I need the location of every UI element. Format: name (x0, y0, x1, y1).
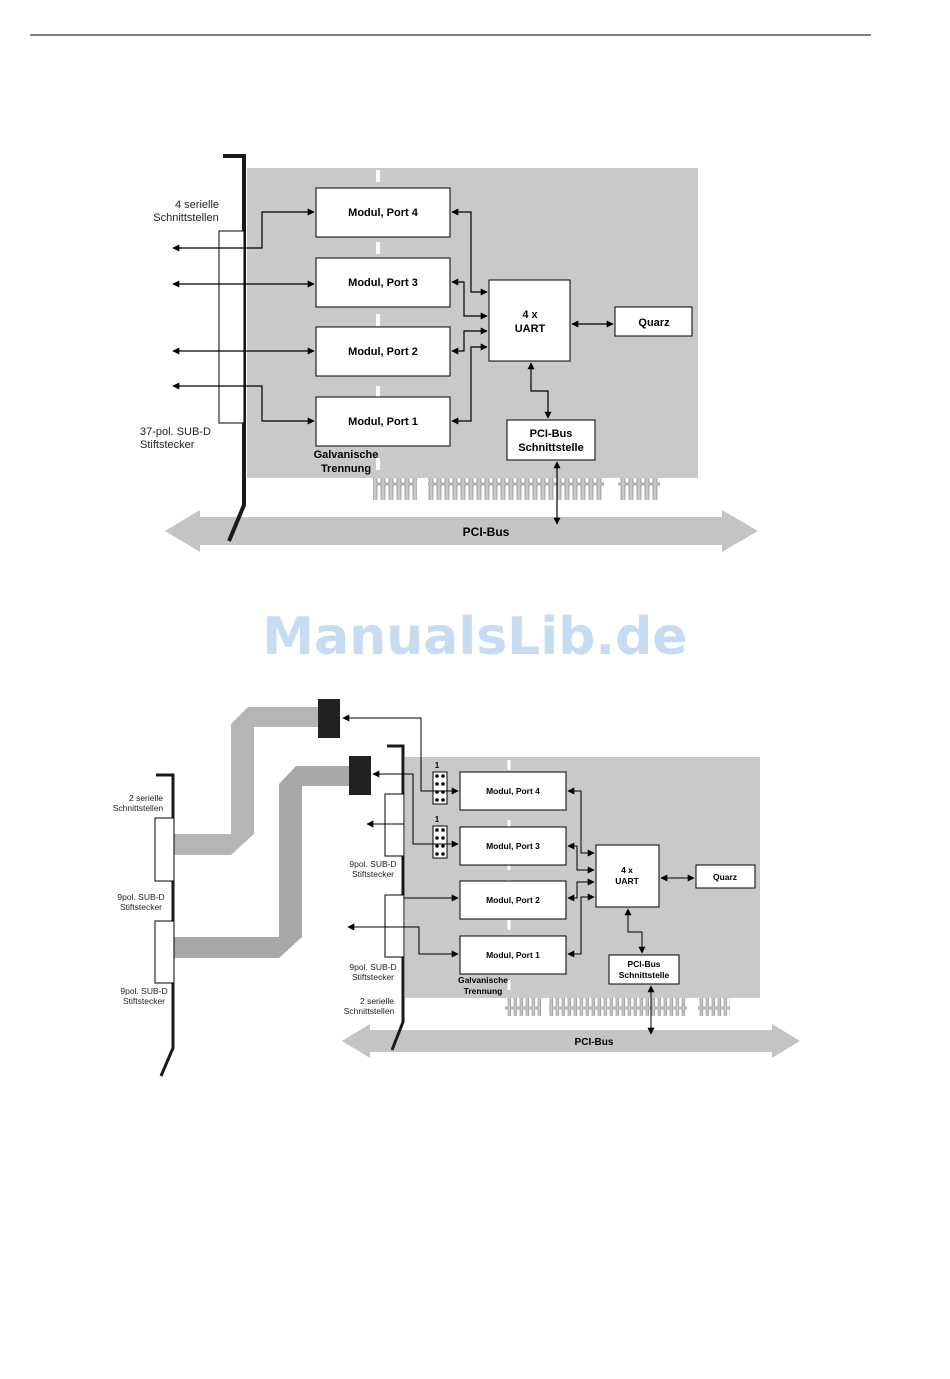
isolation-line2-1: Trennung (321, 463, 371, 475)
right-conn-a-line2: Stiftstecker (352, 869, 394, 879)
connector-37pol (218, 230, 245, 424)
pci-bus-arrow-2 (342, 1024, 800, 1058)
left-conn-b-line1: 9pol. SUB-D (120, 986, 167, 996)
left-conn-a-line2: Stiftstecker (120, 902, 162, 912)
slot-bracket-left (156, 773, 175, 1077)
module-port4-label-1: Modul, Port 4 (348, 207, 419, 219)
pci-interface-line1-1: PCI-Bus (530, 428, 573, 440)
module-port2-label-2: Modul, Port 2 (486, 895, 540, 905)
edge-pins-2c (698, 998, 730, 1016)
pci-interface-box-1 (506, 419, 596, 461)
module-port2-box-2 (459, 880, 567, 920)
cable-connector-b (349, 756, 371, 795)
left-conn-b-line2: Stiftstecker (123, 996, 165, 1006)
jumper-label-bottom: 1 (435, 815, 440, 824)
edge-pins-2b (549, 998, 687, 1016)
pci-bus-label-2: PCI-Bus (575, 1037, 614, 1048)
edge-pins-1a (373, 478, 417, 500)
right-conn-b-line1: 9pol. SUB-D (349, 962, 396, 972)
right-connector-b (384, 894, 405, 958)
module-port2-box-1 (315, 326, 451, 377)
module-port1-box-2 (459, 935, 567, 975)
left-serial-line1: 2 serielle (129, 793, 163, 803)
uart-box-1 (488, 279, 571, 362)
pci-interface-line1-2: PCI-Bus (627, 959, 660, 969)
module-port2-label-1: Modul, Port 2 (348, 346, 418, 358)
module-port3-label-2: Modul, Port 3 (486, 841, 540, 851)
arrows-left-1 (172, 208, 315, 425)
left-connector-a (154, 817, 175, 882)
uart-label-line2-1: UART (515, 323, 546, 335)
isolation-line2-2: Trennung (464, 986, 503, 996)
arrows-uart-1 (451, 208, 614, 525)
edge-pins-1b (428, 478, 604, 500)
quarz-label-2: Quarz (713, 872, 737, 882)
module-port1-label-2: Modul, Port 1 (486, 950, 540, 960)
pci-interface-box-2 (608, 954, 680, 985)
right-conn-b-line2: Stiftstecker (352, 972, 394, 982)
ribbon-cable-a (174, 707, 319, 855)
serial-ports-line2-1: Schnittstellen (153, 212, 218, 224)
uart-label-line1-2: 4 x (621, 865, 633, 875)
isolation-line1-1: Galvanische (314, 449, 379, 461)
left-connector-b (154, 920, 175, 984)
quarz-box-1 (614, 306, 693, 337)
module-port3-box-2 (459, 826, 567, 866)
isolation-line1-2: Galvanische (458, 975, 508, 985)
arrows-2 (342, 714, 695, 1035)
serial-ports-line1-1: 4 serielle (175, 199, 219, 211)
quarz-label-1: Quarz (638, 317, 670, 329)
module-port1-box-1 (315, 396, 451, 447)
diagram-2: PCI-Bus 1 1 Modul, Port (113, 699, 800, 1077)
module-port1-label-1: Modul, Port 1 (348, 416, 418, 428)
module-port3-label-1: Modul, Port 3 (348, 277, 418, 289)
edge-pins-1c (618, 478, 660, 500)
connector-line1-1: 37-pol. SUB-D (140, 426, 211, 438)
diagram-1: PCI-Bus Modul, Port 4 Modul, Port 3 Modu… (140, 154, 758, 552)
edge-pins-2a (505, 998, 541, 1016)
jumper-block-port4 (432, 771, 448, 805)
left-conn-a-line1: 9pol. SUB-D (117, 892, 164, 902)
right-serial-line1: 2 serielle (360, 996, 394, 1006)
connector-line2-1: Stiftstecker (140, 439, 195, 451)
ribbon-cable-b (174, 766, 349, 958)
jumper-block-port3 (432, 825, 448, 859)
pci-bus-arrow-1 (165, 510, 758, 552)
module-port4-box-2 (459, 771, 567, 811)
quarz-box-2 (695, 864, 756, 889)
right-connector-a (384, 793, 405, 857)
watermark: ManualsLib.de (262, 607, 687, 667)
uart-label-line1-1: 4 x (522, 309, 538, 321)
uart-label-line2-2: UART (615, 876, 639, 886)
jumper-label-top: 1 (435, 761, 440, 770)
cable-connector-a (318, 699, 340, 738)
right-serial-line2: Schnittstellen (344, 1006, 395, 1016)
right-conn-a-line1: 9pol. SUB-D (349, 859, 396, 869)
pci-interface-line2-2: Schnittstelle (619, 970, 670, 980)
module-port4-label-2: Modul, Port 4 (486, 786, 540, 796)
pci-interface-line2-1: Schnittstelle (518, 442, 583, 454)
pci-bus-label-1: PCI-Bus (463, 525, 510, 539)
left-serial-line2: Schnittstellen (113, 803, 164, 813)
module-port4-box-1 (315, 187, 451, 238)
uart-box-2 (595, 844, 660, 908)
module-port3-box-1 (315, 257, 451, 308)
